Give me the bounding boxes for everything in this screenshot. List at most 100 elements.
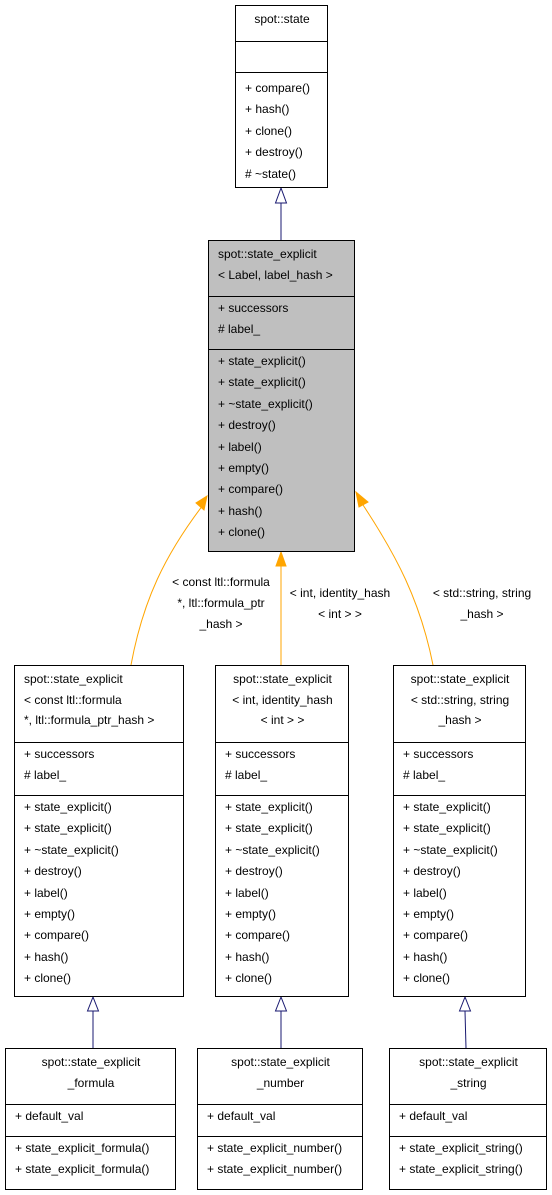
method: + clone(): [225, 971, 273, 986]
methods-section: + state_explicit() + state_explicit() + …: [216, 795, 348, 995]
method: + state_explicit_string(): [399, 1162, 523, 1177]
method: + compare(): [218, 482, 284, 497]
method: + destroy(): [245, 145, 303, 160]
methods-section: + compare() + hash() + clone() + destroy…: [236, 72, 327, 190]
arrowhead-filled-int: [275, 550, 287, 567]
title-line: _hash >: [438, 713, 482, 728]
edge-label-line: _hash >: [199, 617, 243, 631]
edge-label-string: < std::string, string _hash >: [420, 583, 544, 625]
title-line: < int, identity_hash: [232, 692, 333, 707]
method: + state_explicit(): [218, 375, 306, 390]
class-title: spot::state: [236, 6, 327, 41]
attribute: + successors: [218, 301, 289, 315]
title-line: spot::state_explicit: [24, 672, 123, 686]
class-node-state-explicit-formula[interactable]: spot::state_explicit _formula + default_…: [5, 1048, 176, 1190]
method: + empty(): [218, 460, 270, 475]
title-line: < int > >: [260, 713, 305, 728]
class-title: spot::state_explicit < int, identity_has…: [216, 666, 348, 742]
attribute: # label_: [24, 768, 67, 783]
class-title: spot::state_explicit _number: [198, 1049, 362, 1104]
arrowhead-hollow-number: [274, 995, 288, 1012]
method: + clone(): [245, 123, 293, 138]
attribute: # label_: [218, 322, 261, 337]
method: + clone(): [403, 971, 451, 986]
edge-label-line: < const ltl::formula: [172, 575, 270, 589]
method: + destroy(): [403, 864, 461, 879]
method: + label(): [218, 439, 262, 454]
attribute: + successors: [225, 747, 296, 761]
method: + ~state_explicit(): [225, 842, 320, 857]
attributes-section: + default_val: [198, 1104, 362, 1136]
title-line: *, ltl::formula_ptr_hash >: [24, 713, 155, 728]
method: + state_explicit(): [225, 821, 313, 836]
title-line: < const ltl::formula: [24, 692, 122, 707]
edge-label-line: < std::string, string: [432, 586, 532, 600]
title-line: < Label, label_hash >: [218, 267, 333, 282]
method: + destroy(): [225, 864, 283, 879]
method: + state_explicit(): [403, 821, 491, 836]
class-node-state-explicit-string-template[interactable]: spot::state_explicit < std::string, stri…: [393, 665, 526, 997]
method: + state_explicit(): [24, 800, 112, 814]
class-title: spot::state_explicit _string: [390, 1049, 546, 1104]
title-line: _string: [450, 1075, 487, 1090]
edge-label-line: _hash >: [460, 607, 504, 621]
method: # ~state(): [245, 166, 297, 181]
methods-section: + state_explicit() + state_explicit() + …: [209, 349, 354, 549]
title-line: spot::state_explicit: [233, 672, 332, 686]
method: + label(): [24, 885, 68, 900]
attributes-section: + successors # label_: [216, 742, 348, 795]
arrowhead-filled-string: [355, 490, 369, 508]
method: + state_explicit(): [24, 821, 112, 836]
methods-section: + state_explicit_string() + state_explic…: [390, 1136, 546, 1186]
method: + compare(): [24, 928, 90, 943]
method: + label(): [225, 885, 269, 900]
attributes-section: + default_val: [390, 1104, 546, 1136]
class-title: spot::state_explicit < Label, label_hash…: [209, 241, 354, 296]
method: + state_explicit_number(): [207, 1162, 343, 1177]
class-node-state-explicit-formula-template[interactable]: spot::state_explicit < const ltl::formul…: [14, 665, 184, 997]
method: + clone(): [24, 971, 72, 986]
attributes-section: + successors # label_: [209, 296, 354, 349]
attributes-section: [236, 41, 327, 72]
method: + destroy(): [24, 864, 82, 879]
class-title: spot::state_explicit < const ltl::formul…: [15, 666, 183, 742]
class-node-state-explicit-int-template[interactable]: spot::state_explicit < int, identity_has…: [215, 665, 349, 997]
edge-label-line: < int > >: [318, 607, 362, 621]
method: + destroy(): [218, 418, 276, 433]
method: + state_explicit_string(): [399, 1141, 523, 1155]
class-node-state-explicit-number[interactable]: spot::state_explicit _number + default_v…: [197, 1048, 363, 1190]
edge-template-string: [362, 504, 434, 666]
attribute: + default_val: [15, 1109, 84, 1123]
edge-label-line: < int, identity_hash: [289, 586, 391, 600]
method: + state_explicit(): [403, 800, 491, 814]
methods-section: + state_explicit() + state_explicit() + …: [15, 795, 183, 995]
arrowhead-filled-formula: [195, 494, 208, 511]
method: + empty(): [403, 906, 455, 921]
class-title: spot::state_explicit _formula: [6, 1049, 175, 1104]
title-line: spot::state_explicit: [41, 1055, 141, 1069]
title-line: spot::state_explicit: [419, 1055, 518, 1069]
method: + hash(): [245, 102, 290, 117]
class-node-state-explicit-string[interactable]: spot::state_explicit _string + default_v…: [389, 1048, 547, 1190]
attribute: + default_val: [399, 1109, 468, 1123]
class-node-state-explicit[interactable]: spot::state_explicit < Label, label_hash…: [208, 240, 355, 552]
title-line: spot::state_explicit: [410, 672, 510, 686]
method: + hash(): [225, 949, 270, 964]
title-line: _number: [256, 1075, 305, 1090]
class-node-state[interactable]: spot::state + compare() + hash() + clone…: [235, 5, 328, 188]
title-line: spot::state: [254, 12, 310, 26]
method: + state_explicit_number(): [207, 1141, 343, 1155]
attribute: + successors: [403, 747, 474, 761]
class-title: spot::state_explicit < std::string, stri…: [394, 666, 525, 742]
attributes-section: + default_val: [6, 1104, 175, 1136]
title-line: < std::string, string: [410, 692, 510, 707]
method: + label(): [403, 885, 447, 900]
method: + state_explicit_formula(): [15, 1141, 150, 1155]
title-line: spot::state_explicit: [231, 1055, 330, 1069]
methods-section: + state_explicit() + state_explicit() + …: [394, 795, 525, 995]
attributes-section: + successors # label_: [15, 742, 183, 795]
method: + ~state_explicit(): [403, 842, 498, 857]
method: + compare(): [225, 928, 291, 943]
edge-label-int: < int, identity_hash < int > >: [280, 583, 400, 625]
